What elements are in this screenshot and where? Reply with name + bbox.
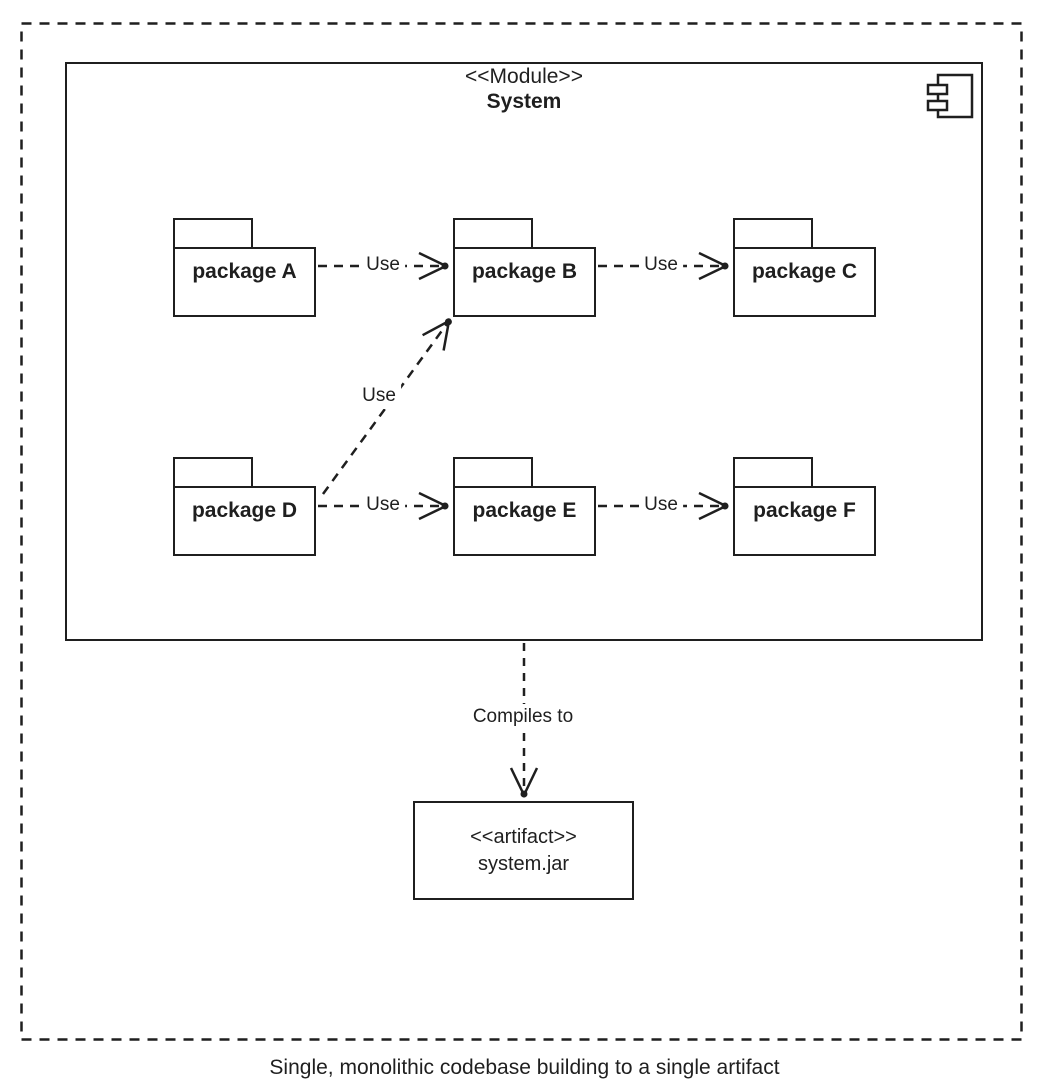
package-tab [453,218,533,247]
module-header: <<Module>> System [65,64,983,114]
module-stereotype: <<Module>> [465,65,583,88]
system-module-box [65,62,983,641]
diagram-caption: Single, monolithic codebase building to … [269,1056,780,1079]
package-label: package C [751,259,858,283]
package-label: package E [472,498,577,522]
edge-label-use-d-b: Use [357,383,401,409]
edge-label-use-b-c: Use [639,252,683,278]
package-a: package A [173,218,316,317]
package-tab [733,457,813,486]
edge-label-use-a-b: Use [361,252,405,278]
package-body [453,486,596,556]
edge-packageD-packageB [321,318,452,495]
package-tab [733,218,813,247]
package-f: package F [733,457,876,556]
package-body [173,486,316,556]
artifact-name: system.jar [477,852,570,875]
artifact-stereotype: <<artifact>> [470,825,577,848]
artifact-box: <<artifact>> system.jar [413,801,634,900]
package-tab [173,457,253,486]
package-b: package B [453,218,596,317]
package-body [733,486,876,556]
package-body [173,247,316,317]
module-name: System [486,90,562,113]
edge-label-use-e-f: Use [639,492,683,518]
package-label: package B [471,259,578,283]
package-tab [453,457,533,486]
package-e: package E [453,457,596,556]
package-tab [173,218,253,247]
package-body [453,247,596,317]
edge-label-use-d-e: Use [361,492,405,518]
component-icon [920,68,980,124]
package-label: package F [753,498,856,522]
package-label: package D [191,498,298,522]
edge-label-compiles-to: Compiles to [467,704,579,730]
package-label: package A [192,259,297,283]
package-body [733,247,876,317]
package-d: package D [173,457,316,556]
package-c: package C [733,218,876,317]
